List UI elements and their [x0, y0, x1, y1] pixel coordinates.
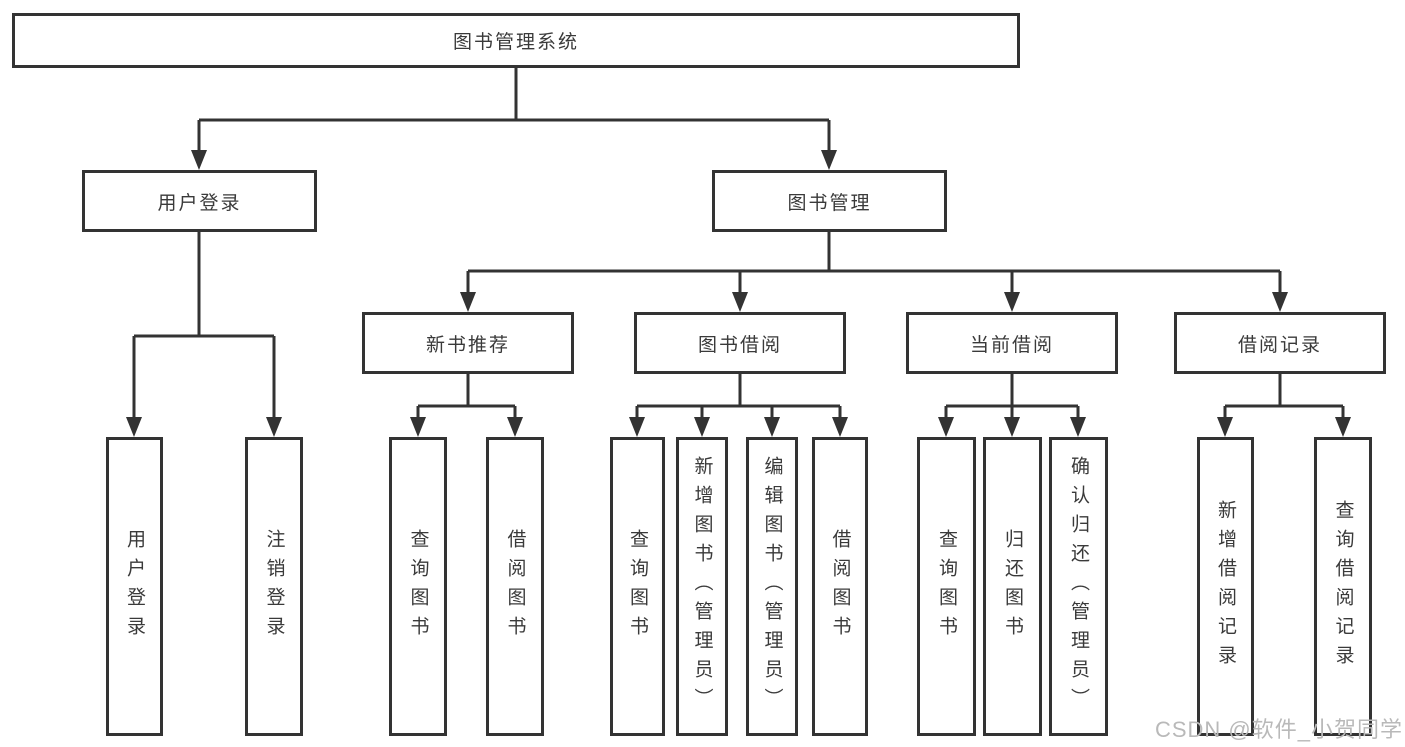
connector-book-management-to-level3: [460, 232, 1288, 312]
leaf-label: 查询图书: [936, 528, 957, 645]
node-borrowing-records: 借阅记录: [1174, 312, 1386, 374]
leaf-label: 查询图书: [627, 528, 648, 645]
node-book-borrowing: 图书借阅: [634, 312, 846, 374]
arrowhead-icon: [1070, 417, 1086, 437]
leaf-label: 新增借阅记录: [1215, 499, 1236, 674]
arrowhead-icon: [191, 150, 207, 170]
node-new-book-recommendation: 新书推荐: [362, 312, 574, 374]
leaf-query-books-current: 查询图书: [917, 437, 976, 736]
arrowhead-icon: [1004, 417, 1020, 437]
leaf-label: 确认归还（管理员）: [1068, 456, 1089, 717]
leaf-label: 注销登录: [263, 528, 285, 645]
connector-user-login-to-leaves: [126, 232, 282, 437]
arrowhead-icon: [732, 292, 748, 312]
node-current-borrowing: 当前借阅: [906, 312, 1118, 374]
leaf-edit-book-admin: 编辑图书（管理员）: [746, 437, 798, 736]
leaf-query-books-recommend: 查询图书: [389, 437, 447, 736]
connector-new-book-recommendation-to-leaves: [410, 374, 523, 437]
arrowhead-icon: [460, 292, 476, 312]
leaf-label: 查询图书: [407, 528, 429, 645]
leaf-label: 借阅图书: [504, 528, 526, 645]
leaf-query-borrow-record: 查询借阅记录: [1314, 437, 1372, 736]
arrowhead-icon: [266, 417, 282, 437]
connector-borrowing-records-to-leaves: [1217, 374, 1351, 437]
connector-root-to-level2: [191, 68, 837, 170]
arrowhead-icon: [629, 417, 645, 437]
leaf-logout: 注销登录: [245, 437, 303, 736]
node-library-management-system: 图书管理系统: [12, 13, 1020, 68]
leaf-label: 用户登录: [124, 528, 145, 645]
arrowhead-icon: [1272, 292, 1288, 312]
arrowhead-icon: [507, 417, 523, 437]
leaf-borrow-books-borrow: 借阅图书: [812, 437, 868, 736]
arrowhead-icon: [1335, 417, 1351, 437]
leaf-borrow-books-recommend: 借阅图书: [486, 437, 544, 736]
node-user-login: 用户登录: [82, 170, 317, 232]
leaf-add-book-admin: 新增图书（管理员）: [676, 437, 728, 736]
csdn-watermark: CSDN @软件_小贺同学: [1154, 717, 1403, 742]
connector-current-borrowing-to-leaves: [938, 374, 1086, 437]
arrowhead-icon: [764, 417, 780, 437]
leaf-query-books-borrow: 查询图书: [610, 437, 665, 736]
arrowhead-icon: [938, 417, 954, 437]
connector-book-borrowing-to-leaves: [629, 374, 848, 437]
arrowhead-icon: [694, 417, 710, 437]
leaf-confirm-return-admin: 确认归还（管理员）: [1049, 437, 1108, 736]
arrowhead-icon: [821, 150, 837, 170]
node-book-management: 图书管理: [712, 170, 947, 232]
leaf-add-borrow-record: 新增借阅记录: [1197, 437, 1254, 736]
arrowhead-icon: [126, 417, 142, 437]
arrowhead-icon: [832, 417, 848, 437]
leaf-user-login: 用户登录: [106, 437, 163, 736]
arrowhead-icon: [1217, 417, 1233, 437]
leaf-label: 归还图书: [1002, 528, 1023, 645]
leaf-label: 新增图书（管理员）: [691, 456, 713, 717]
leaf-return-books: 归还图书: [983, 437, 1042, 736]
leaf-label: 查询借阅记录: [1332, 499, 1354, 674]
arrowhead-icon: [410, 417, 426, 437]
arrowhead-icon: [1004, 292, 1020, 312]
leaf-label: 借阅图书: [829, 528, 851, 645]
leaf-label: 编辑图书（管理员）: [761, 456, 783, 717]
